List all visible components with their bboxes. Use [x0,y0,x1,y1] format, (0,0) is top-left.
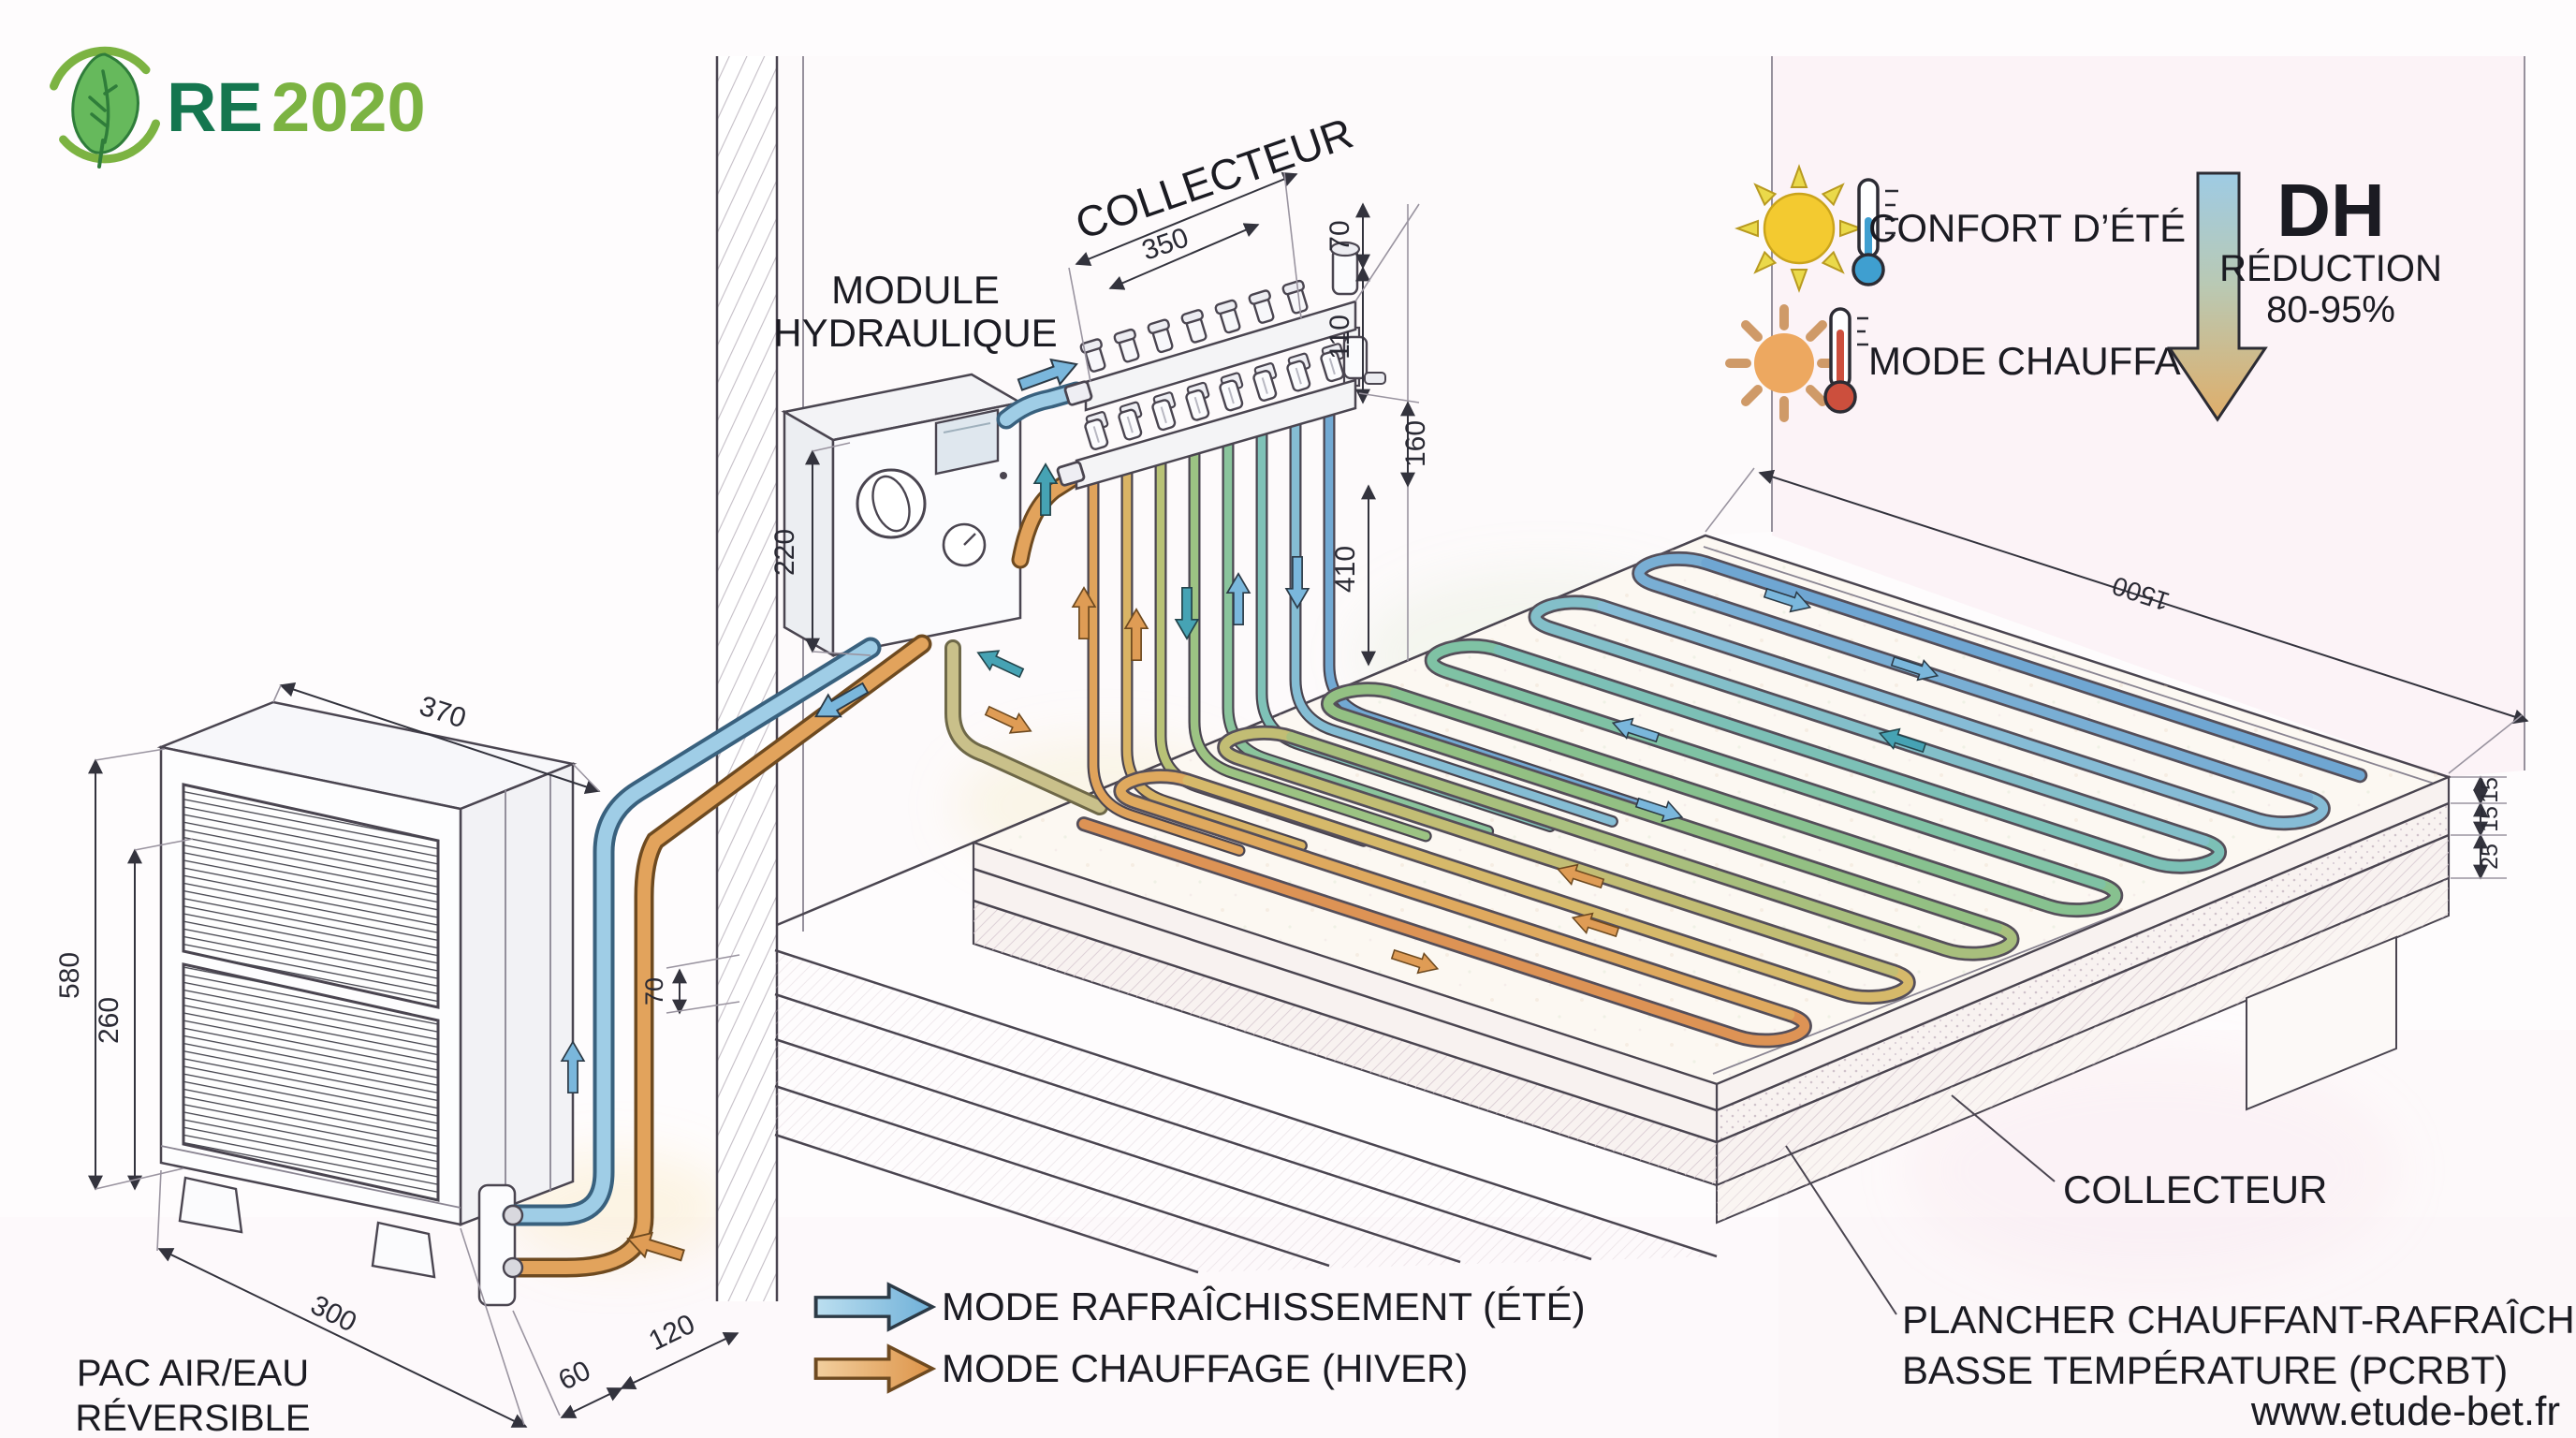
dh-title: DH [2276,169,2385,252]
dh-arrow [2167,171,2268,422]
module-label-2: HYDRAULIQUE [773,311,1057,355]
summer-comfort-label: CONFORT D’ÉTÉ [1868,206,2186,250]
dim-110: 110 [1325,315,1355,360]
floor-body [1716,876,2450,1225]
floor-left-face [972,841,1719,1187]
floor-label-2: BASSE TEMPÉRATURE (PCRBT) [1902,1348,2508,1392]
heating-sun-thermometer-icon [1725,304,1868,422]
floor-staircase [774,948,1718,1274]
hydraulic-module [781,373,1024,658]
dim-15b: 15 [2477,806,2503,832]
website: www.etude-bet.fr [2250,1388,2560,1434]
module-knob [856,468,927,539]
cooling-legend-label: MODE RAFRAÎCHISSEMENT (ÉTÉ) [942,1284,1586,1328]
wall-strip [715,56,804,1301]
back-left-wall [777,56,1772,925]
re2020-logo: RE 2020 [50,46,426,169]
pac-pipe-orange [506,638,929,1274]
pac-label-1: PAC AIR/EAU [77,1353,309,1394]
supply-pipe-blue [1000,385,1083,426]
floor-collector-label: COLLECTEUR [2063,1167,2327,1211]
pac-label-2: RÉVERSIBLE [75,1397,310,1438]
module-label-1: MODULE [831,268,1000,312]
return-pipe-orange [1014,471,1081,566]
module-display [934,408,1000,476]
dim-580: 580 [54,952,85,999]
dh-sub1: RÉDUCTION [2219,247,2442,289]
floor-label-1: PLANCHER CHAUFFANT-RAFRAÎCHISSANT [1902,1298,2576,1342]
leaf-icon [50,46,160,169]
logo-re: RE [167,68,263,146]
dh-sub2: 80-95% [2266,289,2395,330]
sun-thermometer-icon [1734,164,1898,293]
dim-25: 25 [2477,844,2503,870]
dim-wall-70: 70 [640,977,668,1005]
floor-coil [1078,553,2365,1046]
heating-mode-label: MODE CHAUFFAGE [1868,339,2237,383]
heating-legend-label: MODE CHAUFFAGE (HIVER) [942,1346,1468,1390]
dim-160: 160 [1400,420,1431,467]
mode-legend: MODE RAFRAÎCHISSEMENT (ÉTÉ) MODE CHAUFFA… [813,1283,1586,1393]
floor-right-face [1715,775,2451,1187]
reversible-floor-pipe [947,642,1105,813]
dim-260: 260 [94,997,124,1044]
comfort-legend: CONFORT D’ÉTÉ MODE CHAUFFAGE [1725,164,2237,422]
dim-410: 410 [1330,546,1361,593]
logo-year: 2020 [271,68,426,146]
module-pipes [944,381,1108,815]
dim-15a: 15 [2477,777,2503,803]
dim-70: 70 [1325,220,1355,251]
dh-reduction: DH RÉDUCTION 80-95% [2167,169,2442,422]
pac-connection-bracket [477,1183,517,1307]
pac-foot [178,1176,243,1234]
pac-pipe-blue [505,640,878,1223]
dim-220: 220 [769,529,800,576]
